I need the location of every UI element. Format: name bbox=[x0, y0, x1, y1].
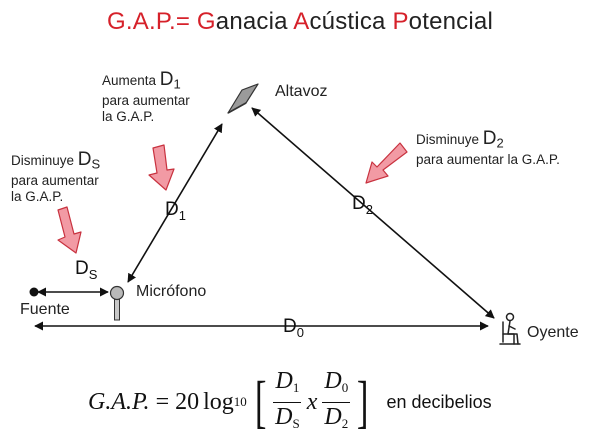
pointer-arrow-d1 bbox=[148, 144, 175, 191]
formula-log-base: 10 bbox=[233, 394, 247, 409]
formula-num2-sub: 0 bbox=[341, 379, 349, 395]
formula-fraction-2: D0 D2 bbox=[322, 367, 351, 436]
label-d1: D1 bbox=[165, 199, 186, 223]
formula-den2: D bbox=[324, 403, 342, 430]
note-d1-text: Aumenta bbox=[102, 73, 160, 88]
note-d2: Disminuye D2 para aumentar la G.A.P. bbox=[416, 128, 560, 168]
note-d1-line2: para aumentar bbox=[102, 92, 190, 108]
label-d2-sub: 2 bbox=[365, 202, 373, 217]
label-d0-var: D bbox=[283, 316, 297, 337]
label-ds-sub: S bbox=[88, 267, 98, 282]
label-ds: DS bbox=[75, 258, 97, 282]
label-d1-var: D bbox=[165, 199, 179, 220]
note-d1-var: D bbox=[159, 69, 174, 90]
label-altavoz: Altavoz bbox=[275, 83, 328, 100]
label-d2: D2 bbox=[352, 193, 373, 217]
title-letter-a: A bbox=[293, 8, 310, 35]
formula-lhs: G.A.P. bbox=[88, 388, 150, 415]
note-ds: Disminuye DS para aumentar la G.A.P. bbox=[11, 149, 101, 205]
formula-den1: D bbox=[275, 403, 293, 430]
formula-unit: en decibelios bbox=[386, 391, 492, 412]
page-title: G.A.P.= Ganacia Acústica Potencial bbox=[0, 8, 600, 36]
note-d2-var: D bbox=[482, 128, 497, 149]
formula-num1-sub: 1 bbox=[292, 379, 300, 395]
note-ds-var: D bbox=[77, 149, 92, 170]
note-d2-sub: 2 bbox=[496, 135, 504, 151]
title-gap-abbrev: G.A.P. bbox=[107, 8, 176, 35]
label-d0-sub: 0 bbox=[296, 325, 304, 340]
note-d2-text: Disminuye bbox=[416, 132, 483, 147]
note-d1-line3: la G.A.P. bbox=[102, 108, 155, 124]
microphone-icon bbox=[109, 285, 125, 321]
label-oyente: Oyente bbox=[527, 324, 579, 341]
note-d2-line2: para aumentar la G.A.P. bbox=[416, 151, 560, 167]
note-d1: Aumenta D1 para aumentar la G.A.P. bbox=[102, 69, 190, 125]
title-equals: = bbox=[175, 8, 191, 35]
d2-arrow-line bbox=[251, 107, 495, 319]
formula-num1: D bbox=[275, 367, 293, 394]
speaker-icon bbox=[227, 83, 259, 114]
formula-left-bracket: [ bbox=[254, 369, 267, 434]
title-letter-g: G bbox=[196, 8, 216, 35]
label-fuente: Fuente bbox=[20, 301, 70, 318]
formula-num2: D bbox=[324, 367, 342, 394]
formula-log: log bbox=[203, 388, 234, 415]
formula-den1-sub: S bbox=[292, 415, 300, 431]
note-d1-sub: 1 bbox=[173, 76, 181, 92]
formula-right-bracket: ] bbox=[357, 369, 369, 434]
formula-times: x bbox=[306, 388, 318, 415]
label-d0: D0 bbox=[283, 316, 304, 340]
listener-seated-icon bbox=[499, 312, 521, 345]
label-d1-sub: 1 bbox=[178, 208, 186, 223]
title-letter-p: P bbox=[392, 8, 409, 35]
formula-den2-sub: 2 bbox=[341, 415, 349, 431]
title-word-acustica: cústica bbox=[309, 8, 393, 35]
pointer-arrow-d2 bbox=[365, 142, 408, 184]
formula-fraction-1: D1 DS bbox=[273, 369, 302, 436]
formula-equals: = bbox=[155, 388, 170, 415]
title-word-potencial: otencial bbox=[408, 8, 493, 35]
note-ds-line3: la G.A.P. bbox=[11, 188, 64, 204]
label-d2-var: D bbox=[352, 193, 366, 214]
note-ds-line2: para aumentar bbox=[11, 172, 99, 188]
pointer-arrow-ds bbox=[57, 206, 82, 254]
note-ds-text: Disminuye bbox=[11, 153, 78, 168]
source-dot-icon bbox=[29, 287, 39, 297]
label-microfono: Micrófono bbox=[136, 283, 207, 300]
formula-coef: 20 bbox=[175, 388, 200, 415]
title-word-ganacia: anacia bbox=[215, 8, 294, 35]
d1-arrow-line bbox=[127, 123, 223, 283]
note-ds-sub: S bbox=[91, 156, 101, 172]
label-ds-var: D bbox=[75, 258, 89, 279]
